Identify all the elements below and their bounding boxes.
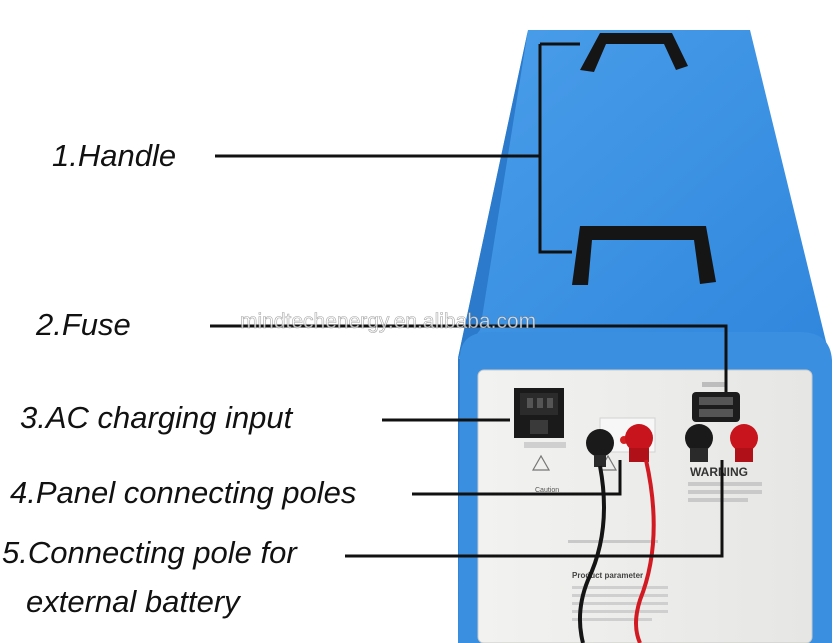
front-panel [477, 369, 813, 643]
terminal-post-icon [586, 424, 653, 467]
ac-charging-input-label: 3.AC charging input [20, 400, 293, 435]
watermark-text: mindtechenergy.en.alibaba.com [240, 310, 537, 334]
fuse-label: 2.Fuse [36, 307, 131, 342]
panel-connecting-poles-label: 4.Panel connecting poles [10, 475, 357, 510]
product-parameter-text: Product parameter [572, 571, 643, 580]
ac-socket-icon [514, 388, 566, 448]
cables [578, 459, 656, 643]
handle-label: 1.Handle [52, 138, 177, 173]
caution-text: Caution [535, 487, 559, 494]
warning-text: WARNING [690, 465, 748, 479]
external-battery-poles [685, 424, 758, 462]
external-battery-label-line1: 5.Connecting pole for [2, 535, 297, 570]
handle-icon [572, 33, 716, 285]
fuse-icon [692, 382, 740, 422]
external-battery-label-line2: external battery [26, 584, 240, 619]
leader-lines [210, 42, 728, 558]
